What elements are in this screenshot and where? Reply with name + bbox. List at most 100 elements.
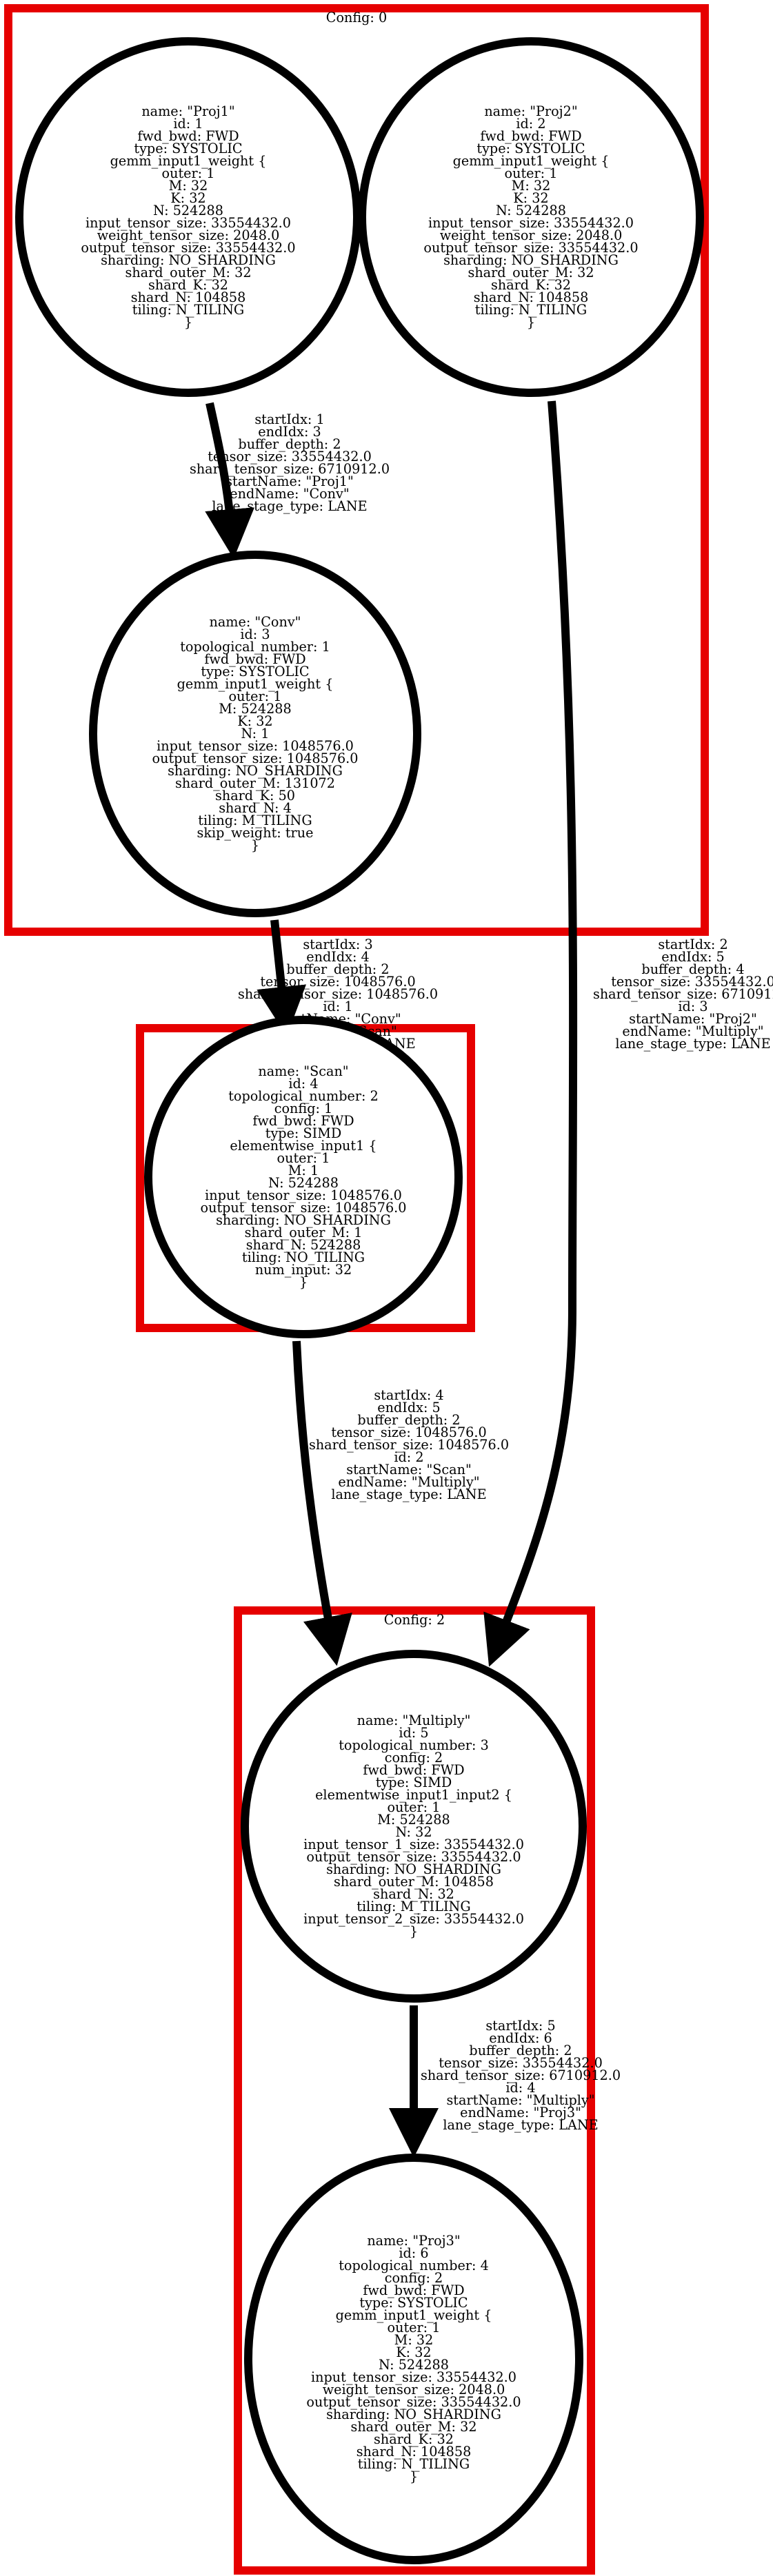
edge-label-line: endIdx: 5 xyxy=(377,1400,440,1415)
node-label-line: elementwise_input1 { xyxy=(230,1138,377,1154)
node-label-line: M: 524288 xyxy=(377,1812,450,1828)
node-label-line: shard_outer_M: 1 xyxy=(245,1225,363,1240)
node-label-line: N: 524288 xyxy=(153,203,223,218)
edge-label-line: buffer_depth: 2 xyxy=(469,2043,572,2058)
edge-label-line: startIdx: 3 xyxy=(303,937,372,952)
cluster-border xyxy=(4,4,709,936)
node-label-line: type: SYSTOLIC xyxy=(359,2295,468,2311)
cluster-border xyxy=(234,1606,595,2575)
edge-label-line: shard_tensor_size: 6710912.0 xyxy=(593,986,773,1002)
node-label-line: outer: 1 xyxy=(229,688,282,704)
edge-label-line: id: 4 xyxy=(505,2080,535,2096)
node-label-line: type: SIMD xyxy=(376,1775,452,1790)
node-label-line: gemm_input1_weight { xyxy=(110,153,267,169)
node-label-line: name: "Proj2" xyxy=(484,103,577,119)
node-label-line: id: 5 xyxy=(399,1725,428,1741)
node-label-line: id: 4 xyxy=(288,1076,318,1092)
node-label-line: M: 32 xyxy=(394,2332,434,2348)
edge-label-line: endName: "Proj3" xyxy=(460,2105,581,2120)
node-label-line: tiling: N_TILING xyxy=(475,302,588,318)
node-label-line: name: "Multiply" xyxy=(357,1713,471,1728)
edge-conv-scan xyxy=(257,919,307,1036)
node-multiply[interactable]: name: "Multiply"id: 5topological_number:… xyxy=(241,1650,587,2003)
cluster-config0: Config: 0 xyxy=(4,4,709,936)
node-label-line: shard_K: 50 xyxy=(215,788,295,804)
node-label-line: shard_N: 524288 xyxy=(246,1237,361,1253)
node-label-line: sharding: NO_SHARDING xyxy=(101,252,276,268)
node-label-line: shard_outer_M: 32 xyxy=(468,265,594,280)
node-label-line: outer: 1 xyxy=(162,165,215,181)
node-label-line: fwd_bwd: FWD xyxy=(204,651,305,667)
node-label-line: shard_N: 104858 xyxy=(131,289,246,305)
node-label-line: shard_outer_M: 131072 xyxy=(175,775,335,791)
node-label-line: M: 32 xyxy=(512,178,551,194)
node-label-line: K: 32 xyxy=(170,190,205,206)
edge-proj1-conv xyxy=(205,402,255,559)
node-label-line: output_tensor_size: 33554432.0 xyxy=(423,240,638,256)
node-label-line: fwd_bwd: FWD xyxy=(363,2282,464,2298)
edge-scan-multiply xyxy=(292,1340,352,1666)
node-label-line: input_tensor_2_size: 33554432.0 xyxy=(303,1911,524,1927)
node-label-line: input_tensor_size: 1048576.0 xyxy=(205,1187,402,1203)
node-label-line: type: SYSTOLIC xyxy=(134,141,242,156)
edge-label-line: endIdx: 6 xyxy=(489,2030,552,2046)
node-label-line: weight_tensor_size: 2048.0 xyxy=(440,227,623,243)
node-label-line: N: 32 xyxy=(395,1824,432,1840)
node-label-line: name: "Scan" xyxy=(258,1063,348,1079)
node-label-line: sharding: NO_SHARDING xyxy=(326,1861,501,1877)
cluster-config2: Config: 2 xyxy=(234,1606,595,2575)
edge-label-line: buffer_depth: 4 xyxy=(641,961,744,977)
node-label-line: N: 524288 xyxy=(379,2357,449,2373)
edge-label-line: shard_tensor_size: 1048576.0 xyxy=(309,1437,509,1453)
edge-label-line: buffer_depth: 2 xyxy=(286,961,389,977)
edge-label-line: shard_tensor_size: 6710912.0 xyxy=(421,2067,621,2083)
node-label-line: config: 1 xyxy=(274,1101,333,1116)
node-label-line: tiling: N_TILING xyxy=(358,2456,470,2472)
node-label-line: shard_outer_M: 32 xyxy=(350,2419,476,2435)
node-label-line: tiling: NO_TILING xyxy=(242,1249,365,1265)
edge-label-line: shard_tensor_size: 6710912.0 xyxy=(190,461,390,477)
node-label-line: type: SYSTOLIC xyxy=(201,664,309,679)
node-label-line: outer: 1 xyxy=(505,165,558,181)
node-label-line: input_tensor_1_size: 33554432.0 xyxy=(303,1837,524,1852)
edge-label-line: lane_stage_type: LANE xyxy=(615,1036,770,1052)
node-label-line: } xyxy=(527,314,535,330)
node-label-line: output_tensor_size: 1048576.0 xyxy=(152,750,359,766)
node-ellipse xyxy=(241,1650,587,2003)
node-label-line: K: 32 xyxy=(513,190,548,206)
node-label-line: sharding: NO_SHARDING xyxy=(326,2406,501,2422)
edge-label-line: buffer_depth: 2 xyxy=(238,436,341,452)
node-label-line: shard_K: 32 xyxy=(374,2431,454,2447)
node-label-line: } xyxy=(410,1923,418,1939)
edge-proj2-multiply xyxy=(483,400,578,1667)
node-label-line: num_input: 32 xyxy=(255,1262,352,1278)
node-label-line: outer: 1 xyxy=(277,1150,330,1166)
node-label-line: } xyxy=(410,2468,418,2484)
node-label-line: input_tensor_size: 33554432.0 xyxy=(86,215,291,231)
node-label-line: output_tensor_size: 33554432.0 xyxy=(81,240,295,256)
node-label-line: type: SIMD xyxy=(265,1125,342,1141)
node-label-line: tiling: M_TILING xyxy=(198,812,312,828)
edge-label-line: tensor_size: 1048576.0 xyxy=(260,974,415,990)
edge-label-line: endIdx: 5 xyxy=(661,949,724,965)
node-label-line: M: 32 xyxy=(169,178,208,194)
edge-label-line: startIdx: 2 xyxy=(658,937,727,952)
edge-label-line: startName: "Multiply" xyxy=(446,2092,594,2108)
node-label-line: } xyxy=(299,1274,308,1290)
edge-label-line: tensor_size: 1048576.0 xyxy=(331,1424,486,1440)
node-label-line: fwd_bwd: FWD xyxy=(363,1762,464,1778)
node-ellipse xyxy=(358,37,704,397)
node-label-line: elementwise_input1_input2 { xyxy=(315,1787,512,1803)
edge-label-line: shard_tensor_size: 1048576.0 xyxy=(238,986,438,1002)
node-label-line: skip_weight: true xyxy=(197,825,314,841)
